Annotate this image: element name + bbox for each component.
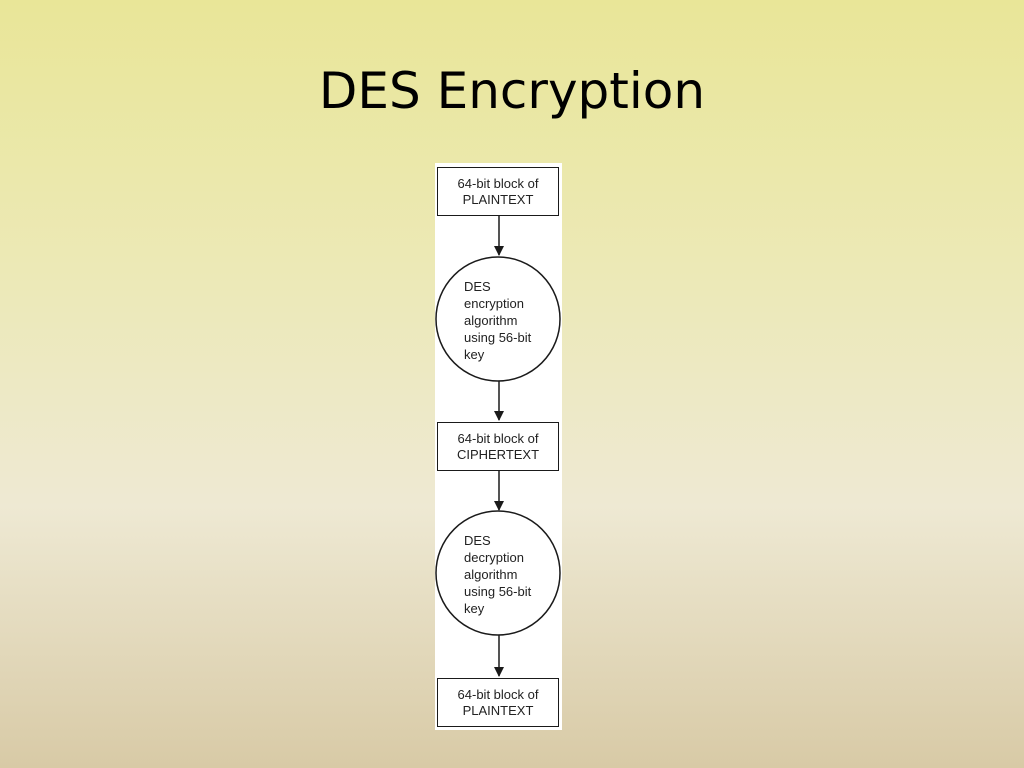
- plaintext-output-line-2: PLAINTEXT: [462, 702, 534, 718]
- plaintext-input-box: 64-bit block of PLAINTEXT: [437, 167, 559, 216]
- decryption-line-4: using 56-bit: [464, 584, 532, 599]
- decryption-line-2: decryption: [464, 550, 524, 565]
- plaintext-input-line-1: 64-bit block of: [457, 175, 539, 191]
- encryption-algorithm-label: DES encryption algorithm using 56-bit ke…: [464, 278, 554, 363]
- decryption-circle: [435, 510, 561, 636]
- des-flow-diagram: 64-bit block of PLAINTEXT DES encryption…: [435, 163, 562, 730]
- encryption-circle: [435, 256, 561, 382]
- plaintext-output-box: 64-bit block of PLAINTEXT: [437, 678, 559, 727]
- plaintext-input-line-2: PLAINTEXT: [462, 191, 534, 207]
- decryption-line-3: algorithm: [464, 567, 518, 582]
- ciphertext-line-1: 64-bit block of: [457, 430, 539, 446]
- ciphertext-box: 64-bit block of CIPHERTEXT: [437, 422, 559, 471]
- plaintext-output-line-1: 64-bit block of: [457, 686, 539, 702]
- encryption-line-1: DES: [464, 279, 491, 294]
- slide-title: DES Encryption: [318, 62, 706, 120]
- encryption-line-2: encryption: [464, 296, 524, 311]
- ciphertext-line-2: CIPHERTEXT: [456, 446, 540, 462]
- diagram-shapes: [435, 216, 561, 677]
- encryption-line-4: using 56-bit: [464, 330, 532, 345]
- decryption-line-5: key: [464, 601, 485, 616]
- decryption-line-1: DES: [464, 533, 491, 548]
- encryption-line-5: key: [464, 347, 485, 362]
- encryption-line-3: algorithm: [464, 313, 518, 328]
- decryption-algorithm-label: DES decryption algorithm using 56-bit ke…: [464, 532, 554, 617]
